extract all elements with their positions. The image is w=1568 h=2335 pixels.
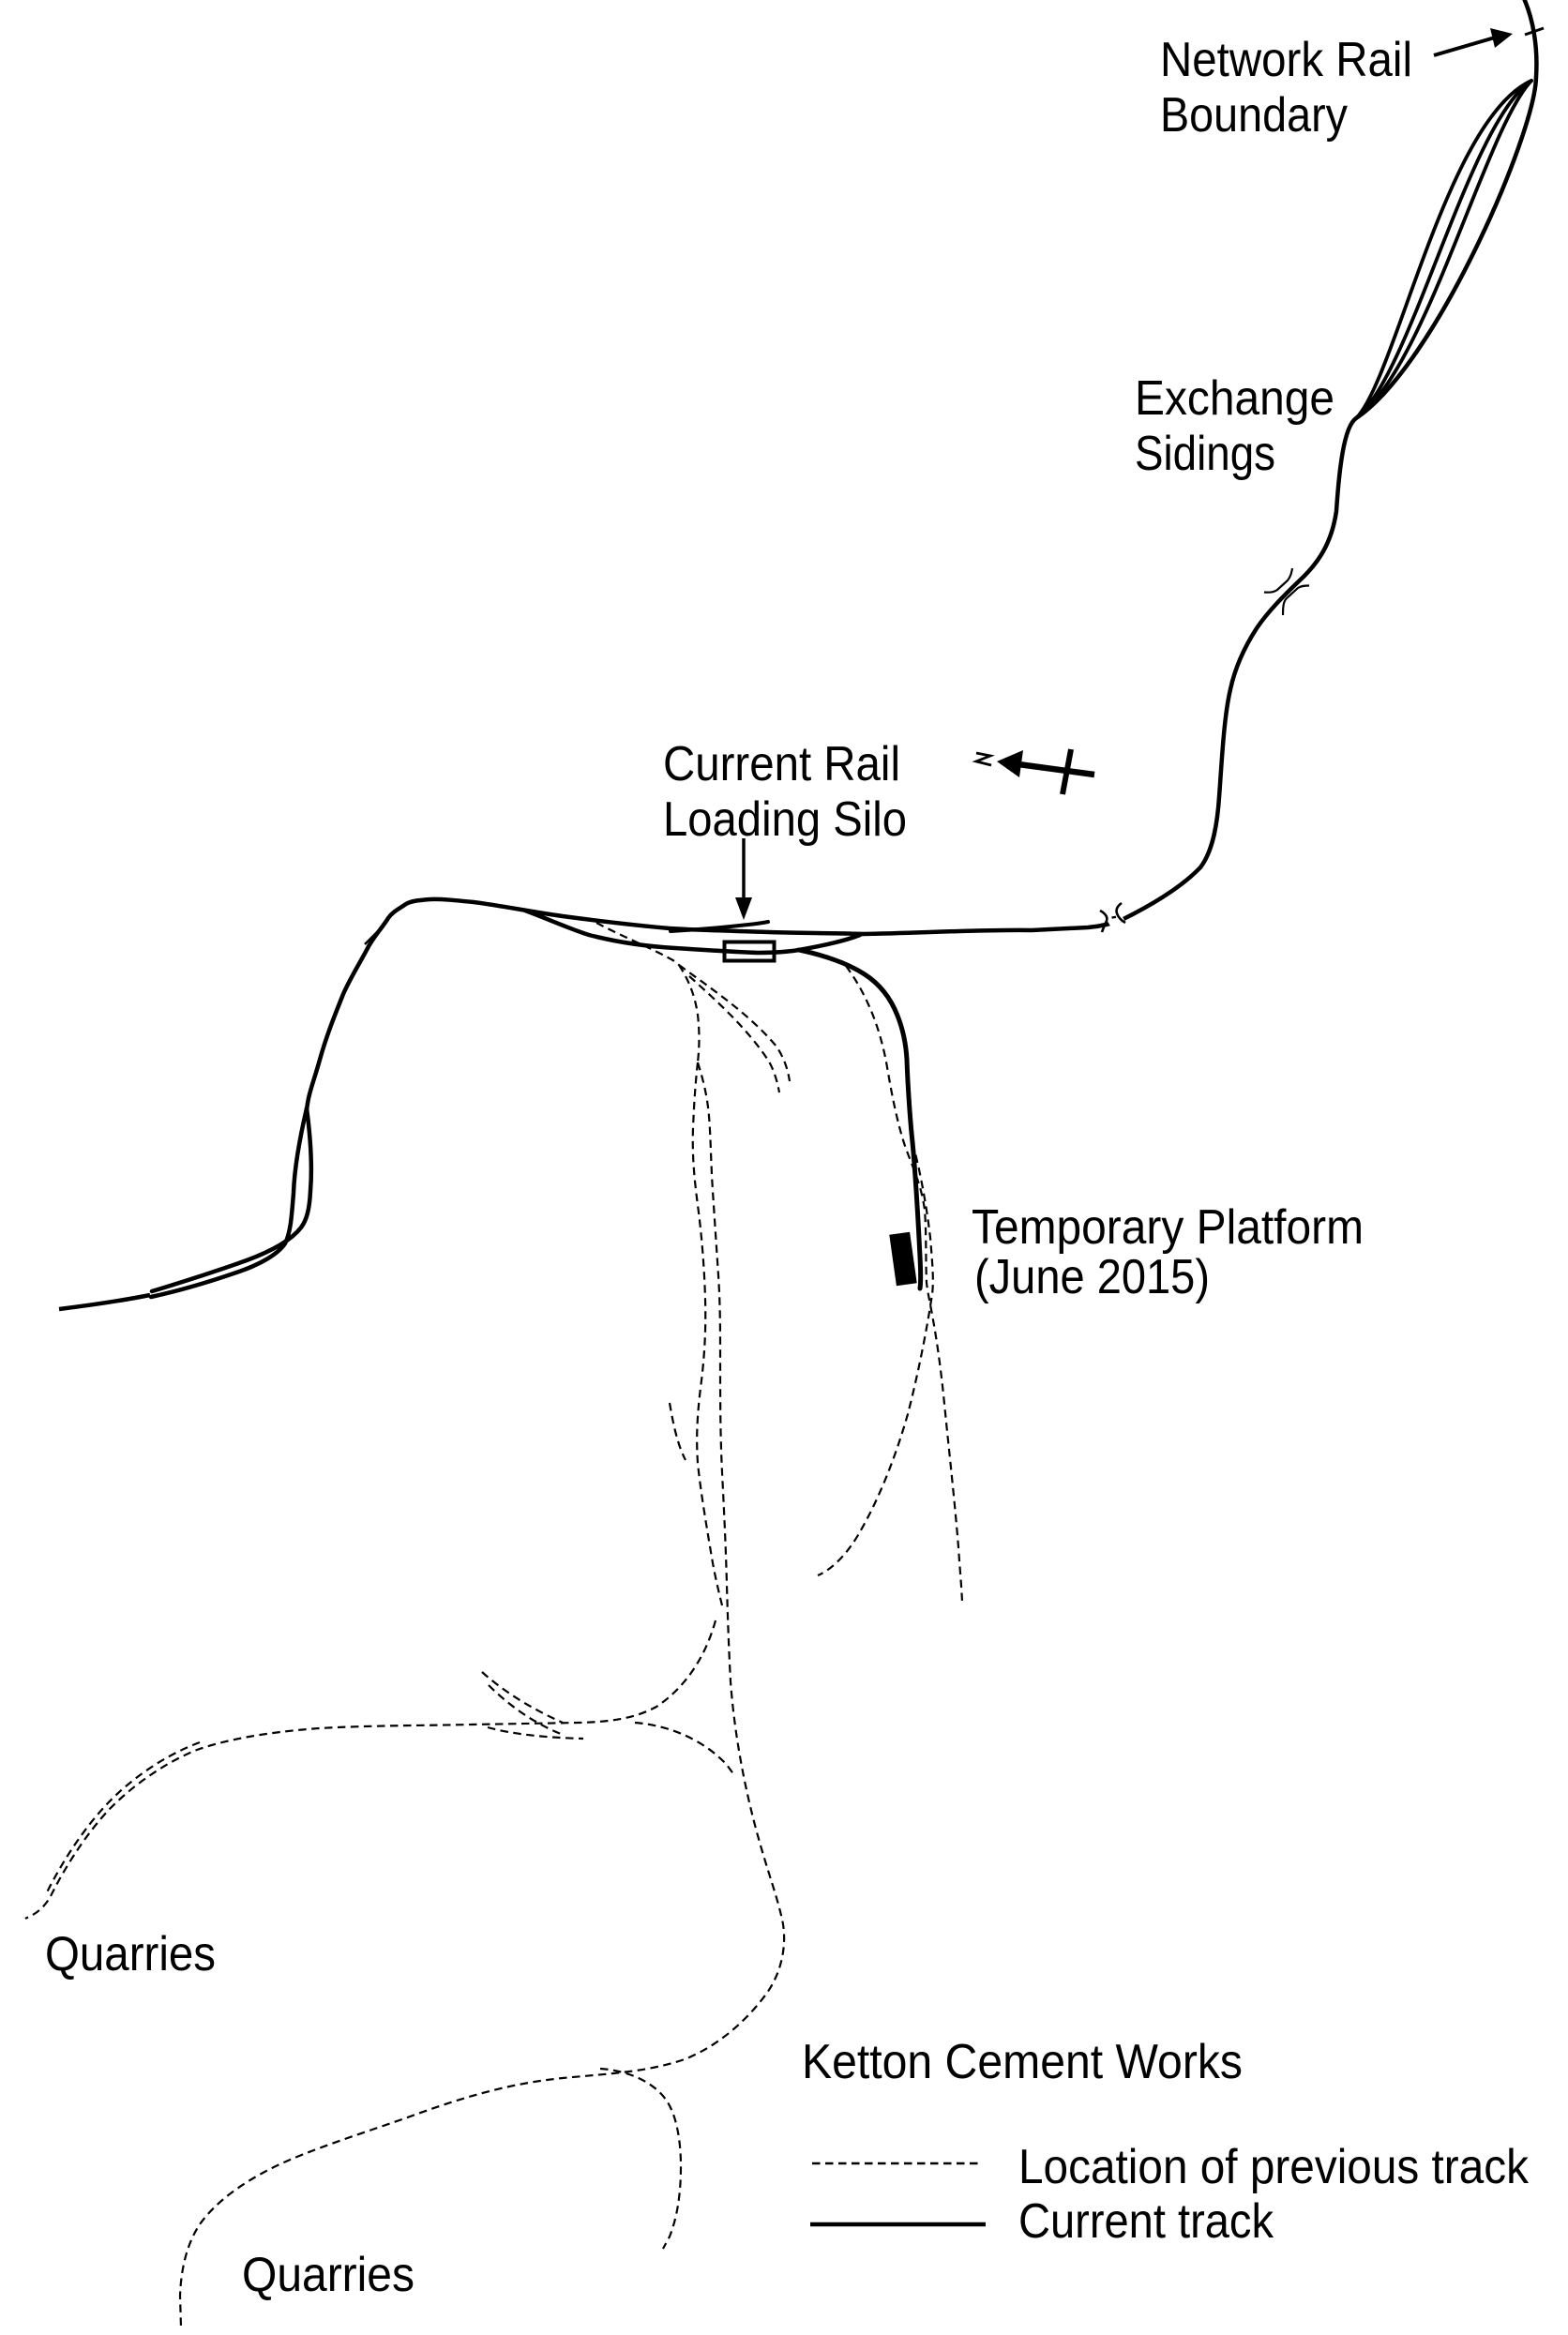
svg-text:Current Rail: Current Rail: [663, 737, 900, 791]
svg-text:Network Rail: Network Rail: [1160, 33, 1412, 87]
svg-text:(June 2015): (June 2015): [974, 1250, 1210, 1304]
svg-text:Boundary: Boundary: [1160, 88, 1348, 143]
svg-text:Location of previous track: Location of previous track: [1018, 2140, 1530, 2194]
svg-text:Quarries: Quarries: [45, 1927, 216, 1981]
svg-text:Sidings: Sidings: [1135, 427, 1275, 481]
svg-text:Temporary Platform: Temporary Platform: [972, 1200, 1364, 1255]
svg-text:Current track: Current track: [1018, 2194, 1274, 2249]
svg-text:Loading Silo: Loading Silo: [663, 792, 907, 847]
svg-text:Exchange: Exchange: [1135, 371, 1334, 426]
svg-text:Ketton Cement Works: Ketton Cement Works: [802, 2035, 1243, 2089]
svg-text:Quarries: Quarries: [242, 2248, 415, 2302]
